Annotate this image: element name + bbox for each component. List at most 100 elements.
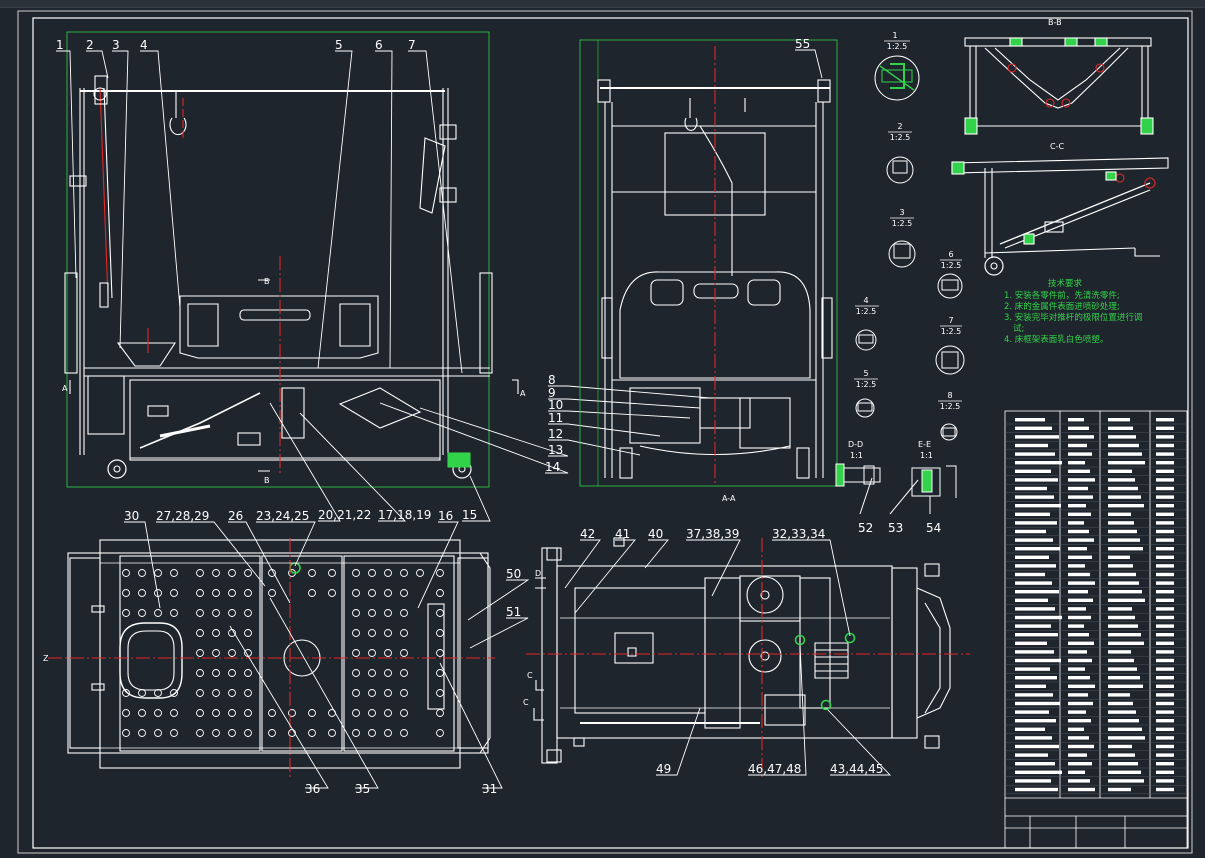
parts-row-block xyxy=(1156,762,1174,766)
parts-row-block xyxy=(1156,693,1174,697)
parts-row-block xyxy=(1068,736,1089,740)
parts-row-block xyxy=(1068,461,1085,465)
view-titles: B-B C-C A-A xyxy=(722,18,1064,503)
parts-row-block xyxy=(1015,607,1055,611)
parts-row-block xyxy=(1068,762,1092,766)
detail-4-id: 4 xyxy=(863,296,868,305)
section-a-mark-left: A xyxy=(62,384,68,393)
callout-top-view-6: 50 xyxy=(506,567,521,581)
detail-3-id: 3 xyxy=(899,208,904,217)
detail-2-scale: 1:2.5 xyxy=(890,133,911,142)
parts-row-block xyxy=(1015,633,1058,637)
detail-views xyxy=(855,55,965,441)
callout-front-view-3: 3 xyxy=(112,38,120,52)
parts-row-block xyxy=(1108,676,1140,680)
parts-row-block xyxy=(1156,529,1174,534)
parts-row-block xyxy=(1156,478,1174,482)
callout-side-view-1: 55 xyxy=(795,37,810,51)
section-bb-label: B-B xyxy=(1048,18,1062,27)
detail-7-id: 7 xyxy=(948,316,953,325)
callout-front-view-13: 12 xyxy=(548,427,563,441)
parts-row-block xyxy=(1156,495,1174,499)
parts-row-block xyxy=(1108,547,1143,551)
detail-labels: 1 1:2.5 2 1:2.5 3 1:2.5 6 1:2.5 4 1:2.5 … xyxy=(854,31,962,411)
parts-row-block xyxy=(1015,598,1048,602)
tech-notes-title: 技术要求 xyxy=(1048,278,1083,289)
section-b-mark-bottom: B xyxy=(264,476,270,485)
tech-note-1: 1. 安装各零件前，先清洗零件; xyxy=(1004,290,1120,301)
callout-front-view-8: 20,21,22 xyxy=(318,508,371,522)
parts-row-block xyxy=(1015,727,1045,731)
parts-row-block xyxy=(1108,701,1133,706)
front-view: B B A A xyxy=(62,31,526,488)
dd-ee-labels: D-D 1:1 E-E 1:1 xyxy=(848,440,933,460)
parts-row-block xyxy=(1156,658,1174,663)
parts-row-block xyxy=(1015,744,1059,749)
parts-row-block xyxy=(1108,495,1141,499)
callout-details-lower-3: 54 xyxy=(926,521,941,535)
section-bb xyxy=(964,37,1154,135)
callout-details-lower-2: 53 xyxy=(888,521,903,535)
detail-8-id: 8 xyxy=(947,391,952,400)
parts-row-block xyxy=(1015,736,1052,740)
parts-row-block xyxy=(1108,762,1138,766)
parts-row-block xyxy=(1156,736,1174,740)
callout-top-view-2: 27,28,29 xyxy=(156,509,209,523)
parts-row-block xyxy=(1108,727,1142,731)
parts-row-block xyxy=(1068,590,1088,594)
parts-row-block xyxy=(1108,598,1145,602)
parts-row-block xyxy=(1156,426,1174,430)
callout-top-view-9: 35 xyxy=(355,782,370,796)
parts-row-block xyxy=(1015,418,1045,422)
bottom-view-leaders xyxy=(564,539,892,776)
parts-row-block xyxy=(1068,633,1089,637)
callout-front-view-15: 10 xyxy=(548,398,563,412)
parts-row-block xyxy=(1108,736,1145,740)
parts-row-block xyxy=(1068,615,1091,620)
detail-1-scale: 1:2.5 xyxy=(887,42,908,51)
top-view: Z xyxy=(43,538,495,778)
perforation-grid-middle xyxy=(268,569,336,737)
bottom-view: D C C xyxy=(523,537,970,778)
parts-row-block xyxy=(1015,641,1047,645)
parts-row-block xyxy=(1108,504,1144,508)
parts-row-block xyxy=(1108,779,1144,783)
parts-row-block xyxy=(1068,521,1084,525)
parts-row-block xyxy=(1108,641,1144,645)
parts-row-block xyxy=(1015,590,1059,594)
callout-front-view-16: 9 xyxy=(548,386,556,400)
tech-note-5: 4. 床框架表面乳白色喷塑。 xyxy=(1004,334,1108,345)
parts-row-block xyxy=(1068,641,1094,645)
parts-row-block xyxy=(1156,512,1174,516)
parts-row-block xyxy=(1108,452,1142,456)
parts-row-block xyxy=(1108,684,1143,688)
parts-row-block xyxy=(1015,572,1045,577)
callout-front-view-11: 14 xyxy=(545,460,560,474)
parts-row-block xyxy=(1156,504,1174,508)
parts-row-block xyxy=(1015,753,1048,757)
parts-row-block xyxy=(1068,667,1085,671)
tech-note-4: 试; xyxy=(1013,323,1024,334)
parts-row-block xyxy=(1156,779,1174,783)
parts-row-block xyxy=(1068,701,1093,706)
callout-front-view-17: 8 xyxy=(548,373,556,387)
parts-row-block xyxy=(1015,452,1055,456)
parts-row-block xyxy=(1015,710,1049,714)
callout-bottom-view-8: 43,44,45 xyxy=(830,762,883,776)
parts-row-block xyxy=(1068,607,1086,611)
parts-row-block xyxy=(1068,719,1091,723)
parts-row-block xyxy=(1068,547,1087,551)
parts-row-block xyxy=(1108,512,1131,516)
parts-row-block xyxy=(1015,676,1057,680)
side-view xyxy=(579,39,838,487)
parts-row-block xyxy=(1156,486,1174,491)
parts-row-block xyxy=(1156,572,1174,577)
parts-row-block xyxy=(1108,590,1142,594)
parts-row-block xyxy=(1068,787,1095,792)
parts-row-block xyxy=(1068,693,1088,697)
parts-row-block xyxy=(1068,486,1088,491)
parts-row-block xyxy=(1068,418,1084,422)
callout-top-view-8: 36 xyxy=(305,782,320,796)
parts-row-block xyxy=(1068,598,1093,602)
cad-drawing-canvas: B B A A xyxy=(17,10,1193,854)
